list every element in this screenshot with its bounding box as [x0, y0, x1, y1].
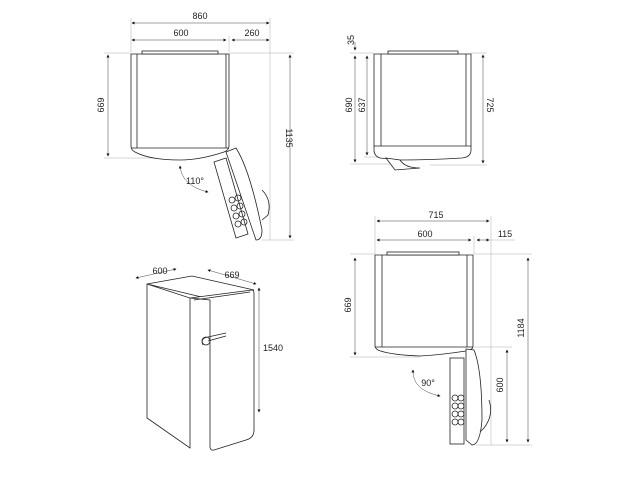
dim-overall-725: 725: [485, 97, 495, 112]
dim-top-offset: 35: [346, 35, 356, 45]
top-panel: [141, 50, 219, 55]
door-angle-110: 110°: [186, 176, 204, 186]
dim-body-width: 600: [173, 28, 188, 38]
dim-height-637: 637: [357, 97, 367, 112]
dim-height: 1540: [263, 343, 283, 353]
top-view-110-degrees: 860 600 260 669 1135 110°: [96, 11, 294, 241]
dim-depth: 669: [343, 297, 353, 312]
dim-height-690: 690: [344, 97, 354, 112]
fridge-body: [130, 53, 230, 161]
dim-total-depth-open: 1135: [284, 128, 294, 147]
dim-depth: 669: [96, 97, 106, 112]
isometric-view: 600 669 1540: [135, 266, 283, 451]
dim-overall-width: 860: [192, 11, 207, 21]
open-door: [449, 348, 492, 446]
dim-width: 600: [152, 266, 167, 276]
dim-total-depth-open: 1184: [516, 318, 526, 337]
angle-arc: [178, 165, 209, 193]
side-view: 35 690 637 725: [344, 35, 495, 171]
angle-arc: [411, 369, 441, 397]
top-panel: [386, 251, 460, 256]
dim-door-extension: 260: [244, 28, 259, 38]
fridge-body: [373, 53, 472, 161]
dim-depth: 669: [224, 270, 239, 280]
fridge-body: [374, 254, 474, 357]
handle: [385, 157, 421, 171]
fridge-side: [146, 283, 191, 449]
door-angle-90: 90°: [421, 378, 435, 388]
top-view-90-degrees: 715 600 115 669 1184 600: [343, 210, 532, 446]
dim-door-depth: 600: [495, 377, 505, 392]
dim-body-width: 600: [417, 229, 432, 239]
open-door: [213, 147, 270, 241]
dim-door-extension: 115: [498, 229, 512, 239]
fridge-door: [189, 289, 255, 451]
top-panel: [387, 50, 459, 55]
dim-overall-width: 715: [428, 210, 443, 220]
